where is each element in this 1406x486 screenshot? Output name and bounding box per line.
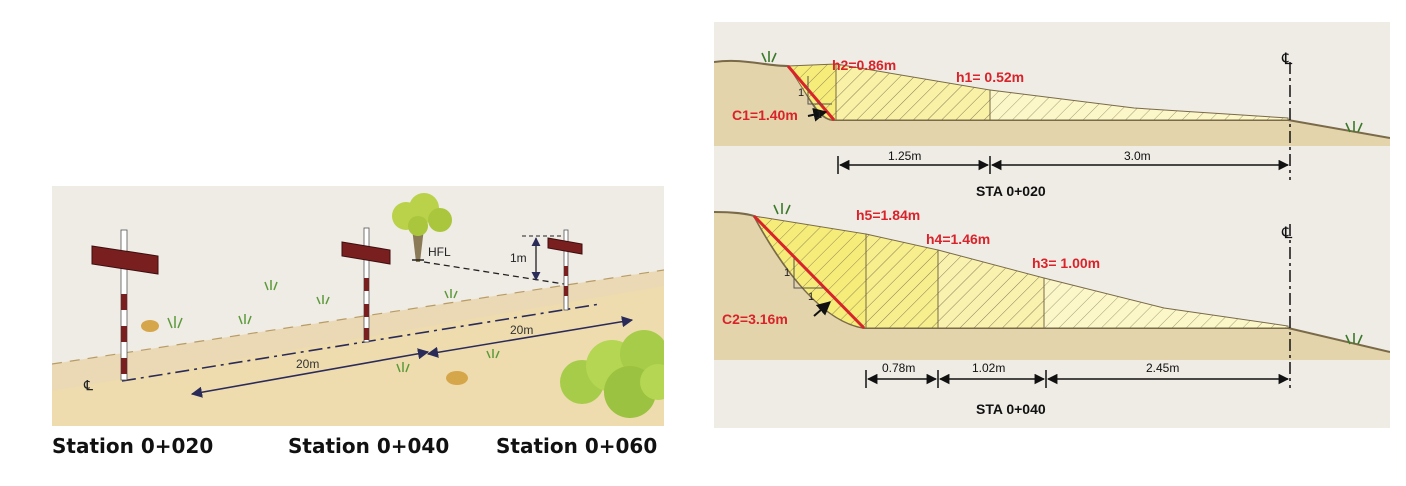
dim-label-1-02: 1.02m <box>972 361 1005 375</box>
c1-arrow <box>807 107 828 122</box>
distance-label-1: 20m <box>296 357 319 371</box>
dim-label-3-0: 3.0m <box>1124 149 1151 163</box>
h5-label: h5=1.84m <box>856 207 920 223</box>
station-post-0-040 <box>341 227 391 343</box>
distance-arrow-2 <box>426 316 634 358</box>
rise-label: 1m <box>510 251 527 265</box>
centerline-symbol-1: ℄ <box>1281 51 1293 68</box>
c2-label: C2=3.16m <box>722 311 788 327</box>
tree <box>392 193 452 262</box>
station-label-0-040: Station 0+040 <box>288 434 450 458</box>
slope-h-label-1: 1 <box>816 109 822 121</box>
h1-label: h1= 0.52m <box>956 69 1024 85</box>
field-scene: ℄ 20m 20m HFL 1m <box>51 186 676 426</box>
slope-v-label-2: 1 <box>784 267 790 279</box>
station-label-0-060: Station 0+060 <box>496 434 658 458</box>
station-post-0-020 <box>91 229 159 381</box>
h4-label: h4=1.46m <box>926 231 990 247</box>
dim-label-0-78: 0.78m <box>882 361 915 375</box>
centerline-symbol: ℄ <box>83 377 93 393</box>
road-edge <box>51 269 665 365</box>
section-title-sta-0-040: STA 0+040 <box>976 401 1046 417</box>
section-sta-0-040 <box>713 203 1391 360</box>
grass-tufts <box>167 280 500 373</box>
h2-label: h2=0.86m <box>832 57 896 73</box>
cross-sections: h2=0.86m h1= 0.52m C1=1.40m 1 1 ℄ 1.25m … <box>713 22 1391 428</box>
rock <box>446 371 468 385</box>
cross-sections-drawing: h2=0.86m h1= 0.52m C1=1.40m 1 1 ℄ 1.25m … <box>713 22 1391 428</box>
station-post-0-060 <box>547 229 583 311</box>
hfl-line <box>423 261 565 285</box>
centerline-symbol-2: ℄ <box>1281 225 1293 242</box>
distance-label-2: 20m <box>510 323 533 337</box>
dim-label-2-45: 2.45m <box>1146 361 1179 375</box>
distance-arrow-1 <box>190 348 430 398</box>
section-sta-0-020 <box>713 51 1391 146</box>
slope-v-label-1: 1 <box>798 87 804 99</box>
c1-label: C1=1.40m <box>732 107 798 123</box>
section-title-sta-0-020: STA 0+020 <box>976 183 1046 199</box>
slope-h-label-2: 1 <box>808 291 814 303</box>
station-label-0-020: Station 0+020 <box>52 434 214 458</box>
hfl-label: HFL <box>428 245 451 259</box>
h3-label: h3= 1.00m <box>1032 255 1100 271</box>
field-scene-illustration: ℄ 20m 20m HFL 1m <box>51 186 676 426</box>
dim-label-1-25: 1.25m <box>888 149 921 163</box>
c2-arrow <box>813 301 832 317</box>
rock <box>141 320 159 332</box>
